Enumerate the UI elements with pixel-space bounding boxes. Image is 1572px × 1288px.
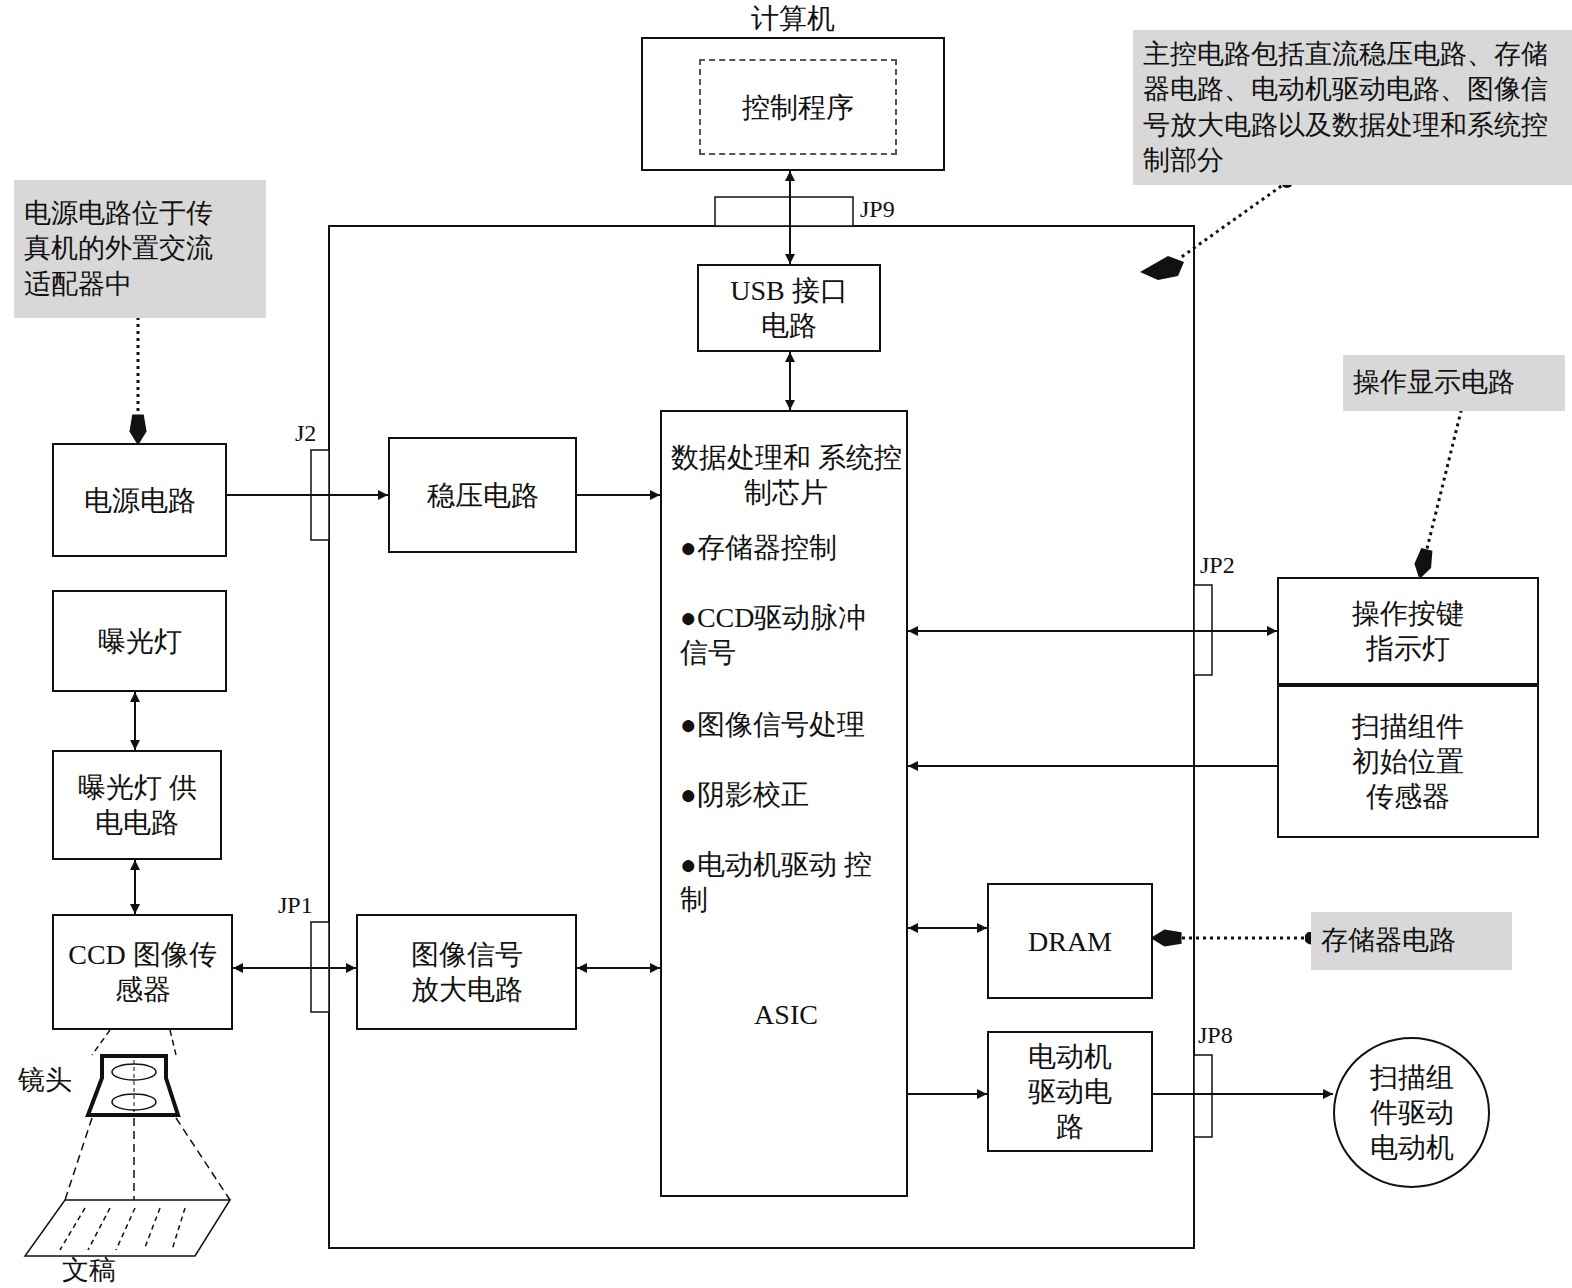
node-text: 控制程序 xyxy=(742,90,854,125)
signal-arrow xyxy=(908,630,1277,632)
signal-arrow xyxy=(134,692,136,750)
part-name: 文稿 xyxy=(62,1256,116,1286)
signal-arrow xyxy=(233,967,356,969)
node-text: 电源电路 xyxy=(84,483,196,518)
computer-box: 计算机控制程序 xyxy=(641,37,945,171)
process-box: DRAM xyxy=(987,883,1153,999)
node-text: 曝光灯 xyxy=(98,624,182,659)
motor-circle: 扫描组 件驱动 电动机 xyxy=(1333,1037,1490,1188)
signal-arrow xyxy=(908,765,1277,767)
process-box: 稳压电路 xyxy=(388,437,577,553)
node-text: USB 接口电路 xyxy=(719,273,859,343)
callout-note: 存储器电路 xyxy=(1311,912,1512,970)
process-box: 电动机 驱动电路 xyxy=(987,1031,1153,1152)
node-text: 主控电路包括直流稳压电路、存储器电路、电动机驱动电路、图像信号放大电路以及数据处… xyxy=(1143,37,1555,177)
signal-arrow xyxy=(577,494,660,496)
part-name: 镜头 xyxy=(18,1066,72,1096)
board-leader xyxy=(1140,176,1293,280)
node-text: 电动机 驱动电路 xyxy=(1020,1039,1120,1144)
node-text: 电源电路位于传真机的外置交流适配器中 xyxy=(24,196,224,301)
process-box: 曝光灯 xyxy=(52,590,227,692)
connector-name: JP2 xyxy=(1200,552,1235,578)
signal-arrow xyxy=(908,1093,987,1095)
process-box: 操作按键 指示灯 xyxy=(1277,577,1539,685)
node-text: 图像信号 放大电路 xyxy=(402,937,532,1007)
program-box: 控制程序 xyxy=(699,59,897,155)
process-box: 电源电路 xyxy=(52,443,227,557)
signal-arrow xyxy=(577,967,660,969)
signal-arrow xyxy=(789,352,791,410)
connector-name: J2 xyxy=(295,420,316,446)
node-text: 扫描组 件驱动 电动机 xyxy=(1362,1060,1462,1165)
node-text: ●存储器控制 xyxy=(680,530,900,565)
node-text: DRAM xyxy=(1028,924,1112,959)
connector-jp8 xyxy=(1194,1055,1212,1137)
node-text: 稳压电路 xyxy=(427,478,539,513)
node-text: 计算机 xyxy=(643,1,943,36)
lens-symbol xyxy=(65,1030,230,1200)
process-box: USB 接口电路 xyxy=(697,264,881,352)
process-box: 扫描组件 初始位置 传感器 xyxy=(1277,685,1539,838)
main-board xyxy=(329,226,1194,1248)
node-text: CCD 图像传感器 xyxy=(60,937,225,1007)
signal-arrow xyxy=(134,860,136,914)
node-text: ●图像信号处理 xyxy=(680,707,905,742)
connector-jp9 xyxy=(715,197,853,226)
node-text: 数据处理和 系统控制芯片 xyxy=(662,440,910,510)
document-paper xyxy=(25,1200,230,1256)
connector-name: JP1 xyxy=(278,892,313,918)
process-box: 图像信号 放大电路 xyxy=(356,914,577,1030)
node-text: 曝光灯 供电电路 xyxy=(72,770,202,840)
signal-arrow xyxy=(1153,1093,1333,1095)
node-text: ●CCD驱动脉冲 信号 xyxy=(680,600,895,670)
process-box: CCD 图像传感器 xyxy=(52,914,233,1030)
callout-note: 操作显示电路 xyxy=(1343,355,1565,411)
callout-note: 电源电路位于传真机的外置交流适配器中 xyxy=(14,180,266,318)
leader-line xyxy=(137,310,140,443)
node-text: 操作显示电路 xyxy=(1353,365,1515,400)
leader-line xyxy=(1153,937,1311,940)
signal-arrow xyxy=(908,927,987,929)
leader-line xyxy=(1420,403,1463,577)
process-box: 曝光灯 供电电路 xyxy=(52,750,222,860)
node-text: ASIC xyxy=(662,997,910,1032)
node-text: ●阴影校正 xyxy=(680,777,900,812)
connector-name: JP8 xyxy=(1198,1022,1233,1048)
node-text: 操作按键 指示灯 xyxy=(1343,596,1473,666)
callout-note: 主控电路包括直流稳压电路、存储器电路、电动机驱动电路、图像信号放大电路以及数据处… xyxy=(1133,30,1572,185)
connector-name: JP9 xyxy=(860,196,895,222)
node-text: 存储器电路 xyxy=(1321,923,1456,958)
asic-chip: 数据处理和 系统控制芯片 ●存储器控制 ●CCD驱动脉冲 信号 ●图像信号处理 ●阴影校… xyxy=(660,410,908,1197)
signal-arrow xyxy=(227,494,388,496)
signal-arrow xyxy=(789,171,791,264)
node-text: 扫描组件 初始位置 传感器 xyxy=(1343,709,1473,814)
node-text: ●电动机驱动 控制 xyxy=(680,847,880,917)
